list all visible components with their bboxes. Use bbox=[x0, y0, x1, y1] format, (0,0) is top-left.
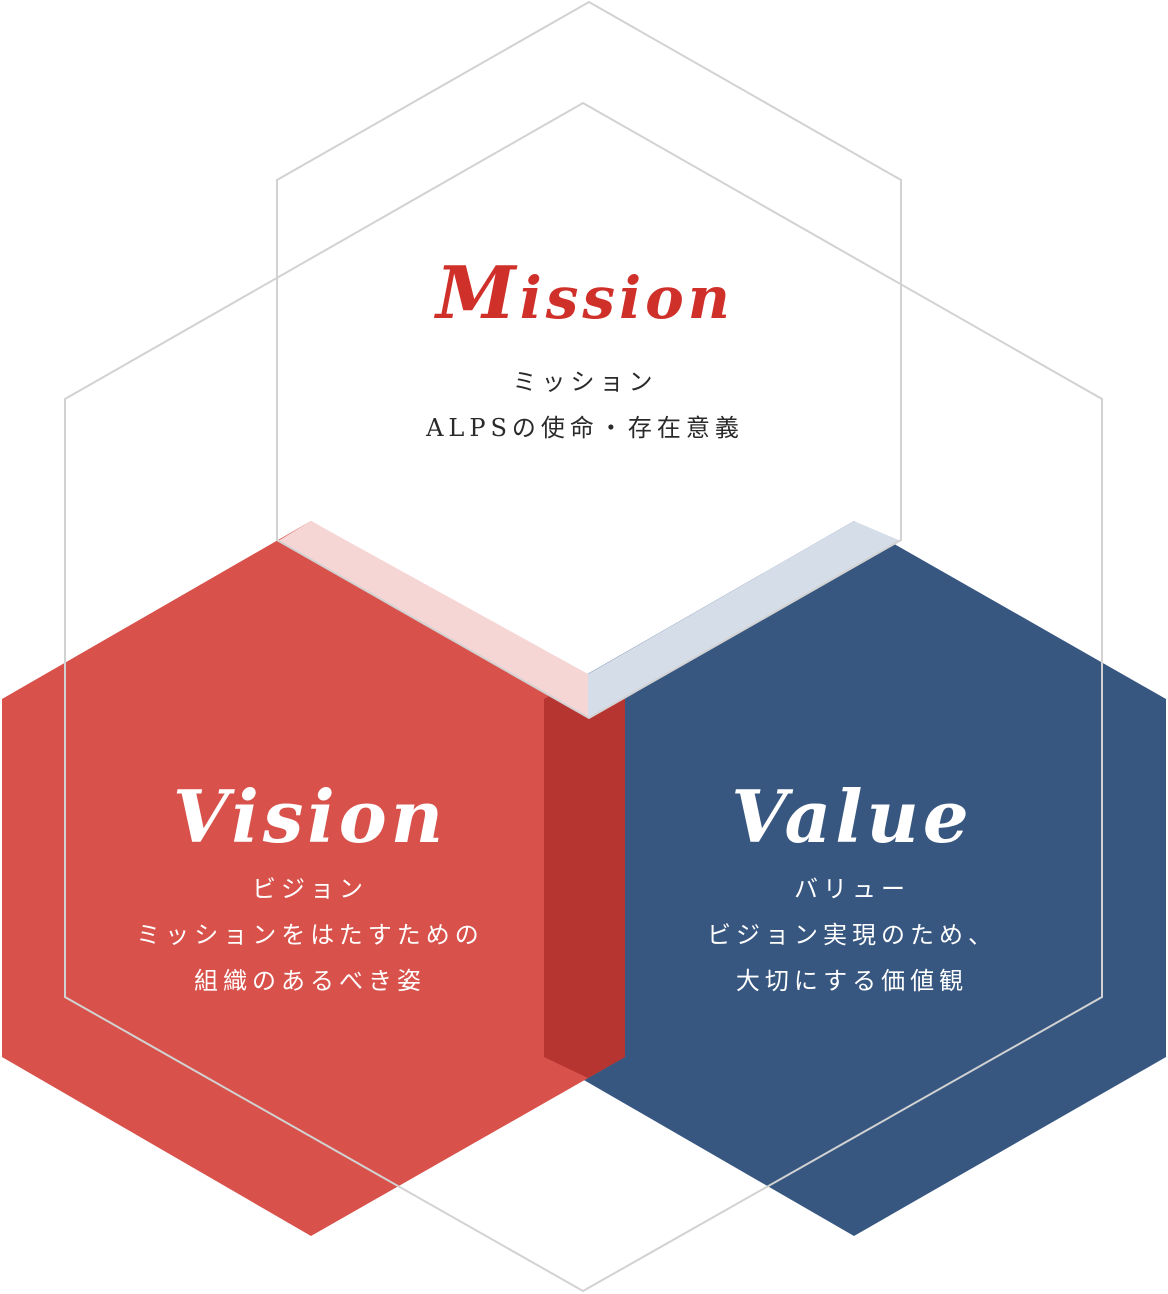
value-mission-overlap bbox=[588, 521, 901, 718]
value-hexagon bbox=[544, 521, 1166, 1236]
value-block: Value バリュー ビジョン実現のため、 大切にする価値観 bbox=[592, 772, 1112, 1004]
value-line-1: バリュー bbox=[794, 875, 910, 903]
vision-description: ビジョン ミッションをはたすための 組織のあるべき姿 bbox=[50, 866, 570, 1004]
vision-block: Vision ビジョン ミッションをはたすための 組織のあるべき姿 bbox=[50, 772, 570, 1004]
vision-title: Vision bbox=[172, 774, 448, 859]
vision-line-1: ビジョン bbox=[252, 875, 368, 903]
value-description: バリュー ビジョン実現のため、 大切にする価値観 bbox=[592, 866, 1112, 1004]
value-title: Value bbox=[731, 774, 973, 859]
vision-value-overlap bbox=[544, 674, 625, 1078]
mission-title: Mission bbox=[325, 248, 845, 343]
mission-line-1: ミッション bbox=[512, 368, 658, 396]
vision-line-3: 組織のあるべき姿 bbox=[194, 967, 426, 995]
outer-hexagon bbox=[64, 101, 1103, 1293]
mission-block: Mission ミッション ALPSの使命・存在意義 bbox=[325, 248, 845, 451]
value-line-3: 大切にする価値観 bbox=[735, 967, 969, 995]
vision-mission-overlap bbox=[278, 521, 588, 718]
mission-hexagon bbox=[276, 0, 902, 720]
vision-hexagon bbox=[2, 521, 625, 1236]
mission-line-2: ALPSの使命・存在意義 bbox=[426, 414, 744, 442]
mission-title-initial: M bbox=[436, 250, 520, 335]
mission-title-rest: ission bbox=[519, 264, 734, 332]
vision-line-2: ミッションをはたすための bbox=[136, 921, 484, 949]
mission-description: ミッション ALPSの使命・存在意義 bbox=[325, 359, 845, 451]
value-line-2: ビジョン実現のため、 bbox=[707, 921, 997, 949]
